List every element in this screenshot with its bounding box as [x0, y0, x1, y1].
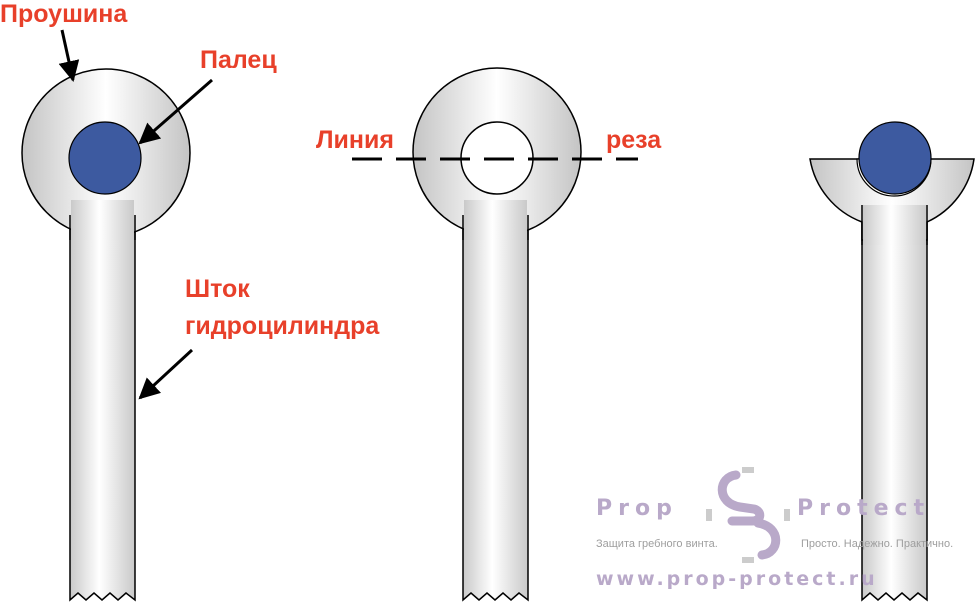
cylinder-rod-middle: [462, 189, 529, 602]
prop-protect-logo: [706, 467, 790, 563]
watermark-tagline-right: Просто. Надежно. Практично.: [801, 538, 953, 550]
rod-label-line2: гидроцилиндра: [185, 312, 380, 340]
annotation-arrows: [58, 29, 213, 400]
rod-label-line1: Шток: [185, 275, 250, 303]
rod-arrow: [138, 348, 194, 400]
watermark-tagline-left: Защита гребного винта.: [596, 538, 718, 550]
cut-line-label-left: Линия: [316, 126, 394, 154]
eye-arrow: [58, 29, 80, 83]
intact-rod-eye-assembly: [21, 68, 191, 602]
pin-left: [68, 121, 142, 195]
watermark-brand-right: Protect: [797, 496, 930, 521]
eye-label: Проушина: [0, 0, 128, 28]
pin-right: [858, 121, 932, 195]
cut-line-label-right: реза: [606, 126, 662, 154]
prop-protect-watermark: Prop Protect Защита гребного винта. Прос…: [596, 467, 953, 590]
cut-rod-eye-assembly: [352, 67, 638, 602]
pin-label: Палец: [200, 46, 277, 74]
cylinder-rod-right: [861, 194, 928, 602]
cylinder-rod-left: [69, 189, 136, 602]
pin-arrow: [138, 78, 213, 145]
after-cut-rod-assembly: [809, 121, 975, 602]
watermark-brand-left: Prop: [596, 496, 678, 521]
watermark-url: www.prop-protect.ru: [596, 568, 878, 590]
